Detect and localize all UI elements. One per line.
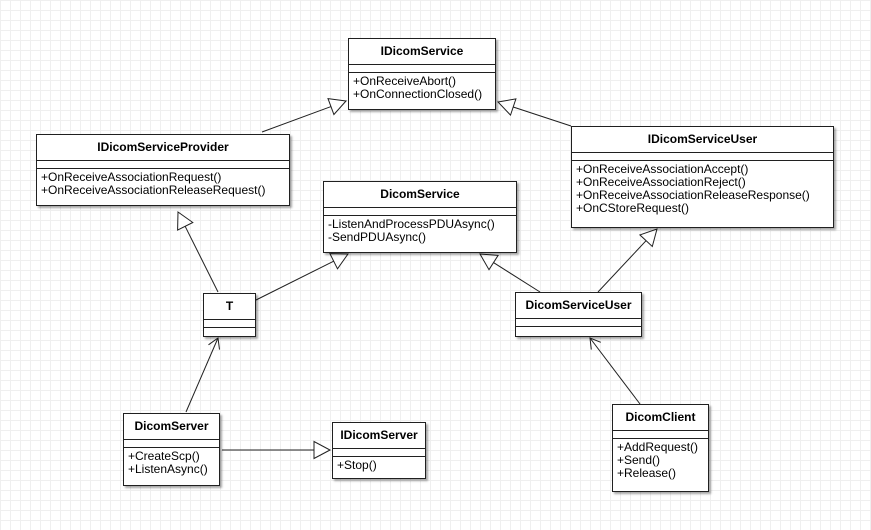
relation-generalization bbox=[255, 253, 349, 301]
class-name: DicomServiceUser bbox=[516, 293, 641, 319]
operation: -SendPDUAsync() bbox=[328, 230, 427, 244]
class-name: IDicomServiceUser bbox=[572, 127, 833, 153]
class-dicom-service-user[interactable]: DicomServiceUser bbox=[515, 292, 642, 337]
operation-compartment bbox=[516, 327, 641, 329]
relation-association bbox=[589, 337, 641, 405]
class-name: DicomClient bbox=[613, 405, 708, 431]
operation: +OnReceiveAssociationAccept() bbox=[576, 162, 749, 176]
operation-compartment: +Stop() bbox=[333, 457, 425, 472]
relation-generalization bbox=[496, 98, 572, 127]
relation-generalization bbox=[222, 440, 332, 460]
attribute-compartment bbox=[37, 161, 289, 169]
class-idicom-service-provider[interactable]: IDicomServiceProvider +OnReceiveAssociat… bbox=[36, 134, 290, 206]
operation-compartment: +OnReceiveAssociationAccept() +OnReceive… bbox=[572, 161, 833, 215]
operation: +CreateScp() bbox=[128, 449, 200, 463]
class-name: DicomService bbox=[324, 182, 516, 208]
class-name: DicomServer bbox=[124, 414, 219, 440]
class-name: IDicomService bbox=[349, 39, 495, 65]
relation-generalization bbox=[479, 253, 541, 293]
operation: +OnReceiveAssociationReject() bbox=[576, 175, 746, 189]
arrowhead-open bbox=[208, 337, 220, 350]
relation-association bbox=[185, 337, 220, 413]
attribute-compartment bbox=[516, 319, 641, 327]
operation-compartment: -ListenAndProcessPDUAsync() -SendPDUAsyn… bbox=[324, 216, 516, 244]
relation-generalization bbox=[261, 97, 348, 133]
operation: +OnReceiveAssociationReleaseResponse() bbox=[576, 188, 810, 202]
attribute-compartment bbox=[204, 320, 255, 328]
class-idicom-service[interactable]: IDicomService +OnReceiveAbort() +OnConne… bbox=[348, 38, 496, 110]
arrowhead-hollow bbox=[329, 253, 349, 270]
operation-compartment bbox=[204, 328, 255, 330]
arrowhead-hollow bbox=[177, 211, 194, 231]
class-name: IDicomServer bbox=[333, 423, 425, 449]
operation: +OnReceiveAssociationReleaseRequest() bbox=[41, 183, 266, 197]
attribute-compartment bbox=[613, 431, 708, 439]
class-t[interactable]: T bbox=[203, 293, 256, 337]
operation: +OnCStoreRequest() bbox=[576, 201, 690, 215]
operation-compartment: +OnReceiveAbort() +OnConnectionClosed() bbox=[349, 73, 495, 101]
arrowhead-open bbox=[589, 337, 601, 350]
class-dicom-server[interactable]: DicomServer +CreateScp() +ListenAsync() bbox=[123, 413, 220, 486]
operation: -ListenAndProcessPDUAsync() bbox=[328, 217, 495, 231]
operation: +OnConnectionClosed() bbox=[353, 87, 483, 101]
arrowhead-hollow bbox=[496, 98, 517, 117]
operation: +Stop() bbox=[337, 458, 377, 472]
class-dicom-service[interactable]: DicomService -ListenAndProcessPDUAsync()… bbox=[323, 181, 517, 253]
arrowhead-hollow bbox=[313, 440, 332, 460]
attribute-compartment bbox=[333, 449, 425, 457]
operation: +Release() bbox=[617, 466, 677, 480]
arrowhead-hollow bbox=[327, 97, 348, 116]
class-idicom-server[interactable]: IDicomServer +Stop() bbox=[332, 422, 426, 479]
operation: +AddRequest() bbox=[617, 440, 699, 454]
class-name: IDicomServiceProvider bbox=[37, 135, 289, 161]
operation: +ListenAsync() bbox=[128, 462, 208, 476]
class-dicom-client[interactable]: DicomClient +AddRequest() +Send() +Relea… bbox=[612, 404, 709, 492]
operation-compartment: +CreateScp() +ListenAsync() bbox=[124, 448, 219, 476]
arrowhead-hollow bbox=[638, 228, 658, 248]
class-idicom-service-user[interactable]: IDicomServiceUser +OnReceiveAssociationA… bbox=[571, 126, 834, 228]
relation-generalization bbox=[597, 228, 658, 293]
relation-generalization bbox=[177, 211, 219, 293]
attribute-compartment bbox=[349, 65, 495, 73]
attribute-compartment bbox=[124, 440, 219, 448]
class-name: T bbox=[204, 294, 255, 320]
operation: +OnReceiveAbort() bbox=[353, 74, 457, 88]
attribute-compartment bbox=[572, 153, 833, 161]
operation-compartment: +OnReceiveAssociationRequest() +OnReceiv… bbox=[37, 169, 289, 197]
operation-compartment: +AddRequest() +Send() +Release() bbox=[613, 439, 708, 480]
operation: +OnReceiveAssociationRequest() bbox=[41, 170, 222, 184]
operation: +Send() bbox=[617, 453, 661, 467]
attribute-compartment bbox=[324, 208, 516, 216]
arrowhead-hollow bbox=[479, 253, 499, 271]
